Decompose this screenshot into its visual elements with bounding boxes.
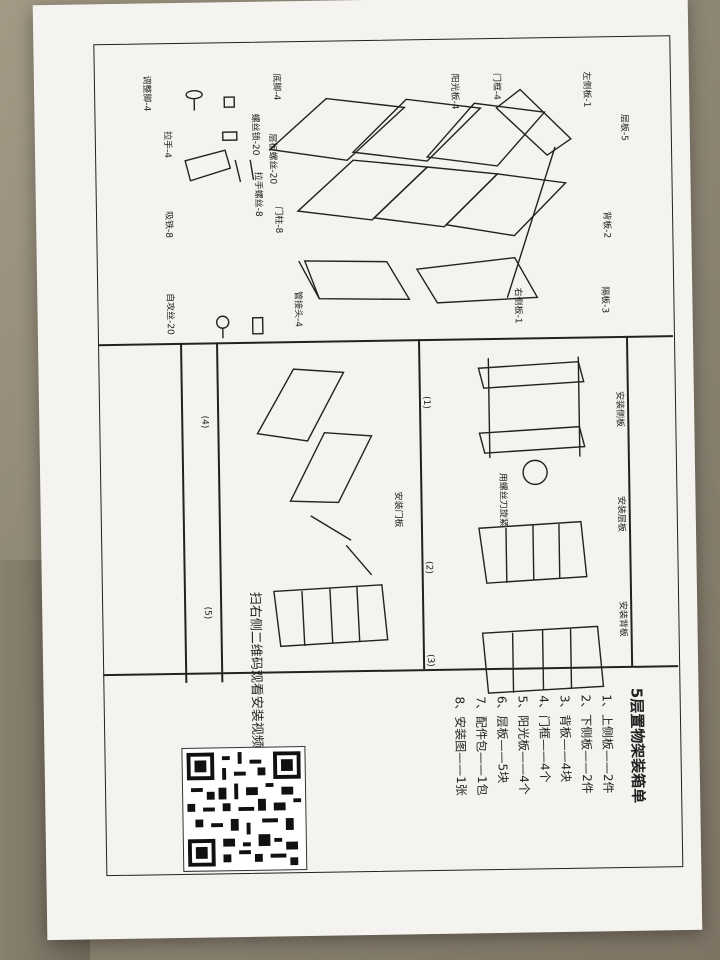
label-screw-lock: 螺丝锁-20 bbox=[249, 113, 261, 156]
label-sun-board: 阳光板-4 bbox=[448, 73, 460, 110]
parts-item-1: 1、上侧板——2件 bbox=[599, 694, 616, 794]
qr-code-pattern bbox=[186, 751, 303, 867]
label-self-tap: 自攻丝-20 bbox=[164, 293, 175, 335]
label-right-side: 右侧板-1 bbox=[512, 287, 523, 324]
label-handle-screw: 拉手螺丝-8 bbox=[252, 171, 264, 217]
label-tube-connector: 管接头-4 bbox=[292, 291, 303, 328]
label-door-pin: 门柱-8 bbox=[272, 206, 284, 234]
scan-instruction: 扫右侧二维码观看安装视频 bbox=[246, 591, 265, 748]
section-title-side: 安装侧板 bbox=[613, 390, 625, 428]
section-title-shelf: 安装层板 bbox=[615, 495, 627, 533]
label-handle: 拉手-4 bbox=[161, 131, 173, 159]
label-adjust-foot: 调整脚-4 bbox=[140, 75, 152, 112]
label-foot: 底脚-4 bbox=[270, 73, 282, 101]
step-number-5: (5) bbox=[202, 606, 213, 620]
step-number-1: (1) bbox=[420, 395, 432, 409]
section-title-back: 安装背板 bbox=[617, 600, 628, 638]
label-back: 背板-2 bbox=[601, 211, 612, 239]
label-partition: 隔板-3 bbox=[599, 286, 610, 314]
qr-code bbox=[181, 746, 308, 872]
parts-item-2: 2、下侧板——2件 bbox=[578, 694, 595, 794]
screw-note: 用螺丝刀旋紧 bbox=[497, 472, 508, 527]
parts-item-8: 8、安装图——1张 bbox=[452, 696, 469, 796]
parts-item-7: 7、配件包——1包 bbox=[473, 696, 490, 796]
label-shelf-screw: 层板螺丝-20 bbox=[266, 133, 278, 185]
step-number-3: (3) bbox=[424, 653, 436, 667]
parts-item-6: 6、层板——5块 bbox=[494, 695, 510, 784]
assembly-diagram bbox=[184, 88, 605, 694]
step-number-2: (2) bbox=[423, 560, 434, 574]
label-left-side: 左侧板-1 bbox=[580, 71, 592, 108]
section-title-door: 安装门板 bbox=[392, 491, 403, 528]
step-number-4: (4) bbox=[199, 415, 210, 429]
parts-item-4: 4、门框——4个 bbox=[536, 695, 552, 783]
label-door-frame: 门框-4 bbox=[490, 72, 502, 100]
label-magnet: 吸铁-8 bbox=[162, 211, 174, 239]
parts-item-3: 3、背板——4块 bbox=[557, 694, 573, 783]
door-panel-1 bbox=[268, 97, 406, 162]
label-shelf: 层板-5 bbox=[618, 113, 629, 141]
parts-item-5: 5、阳光板——4个 bbox=[515, 695, 532, 795]
sheet-title: 5层置物架装箱单 bbox=[627, 687, 648, 804]
instruction-sheet: 5层置物架装箱单 1、上侧板——2件 2、下侧板——2件 3、背板——4块 4、… bbox=[32, 0, 703, 941]
